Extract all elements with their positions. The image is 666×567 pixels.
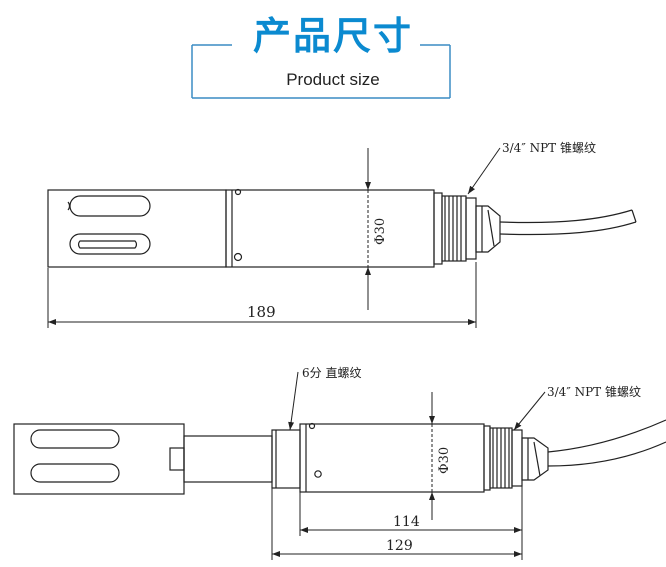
page-subtitle: Product size — [286, 70, 380, 89]
header: 产品尺寸 Product size — [0, 0, 666, 105]
title-frame — [191, 44, 451, 99]
top-view-length-label: 189 — [247, 303, 276, 321]
top-view-length-dimension — [47, 262, 477, 328]
bottom-view-thread-label: 3/4″ NPT 锥螺纹 — [547, 385, 641, 399]
top-view-sensor — [47, 188, 637, 268]
bottom-view-length-label-2: 129 — [386, 538, 413, 554]
page-title: 产品尺寸 — [252, 14, 413, 58]
bottom-view-length-dimension-2 — [271, 488, 522, 560]
top-view-diameter-label: Φ30 — [373, 218, 388, 245]
bottom-view-length-dimension-1 — [299, 486, 523, 560]
bottom-view-diameter-label: Φ30 — [437, 447, 452, 474]
top-view-thread-label: 3/4″ NPT 锥螺纹 — [502, 141, 596, 155]
bottom-view-sensor — [13, 419, 666, 495]
bottom-view-small-thread-leader — [288, 371, 299, 431]
bottom-view-small-thread-label: 6分 直螺纹 — [302, 366, 361, 380]
bottom-view-thread-leader — [513, 391, 546, 431]
bottom-view-length-label-1: 114 — [393, 514, 420, 530]
top-view-thread-leader — [467, 147, 501, 195]
